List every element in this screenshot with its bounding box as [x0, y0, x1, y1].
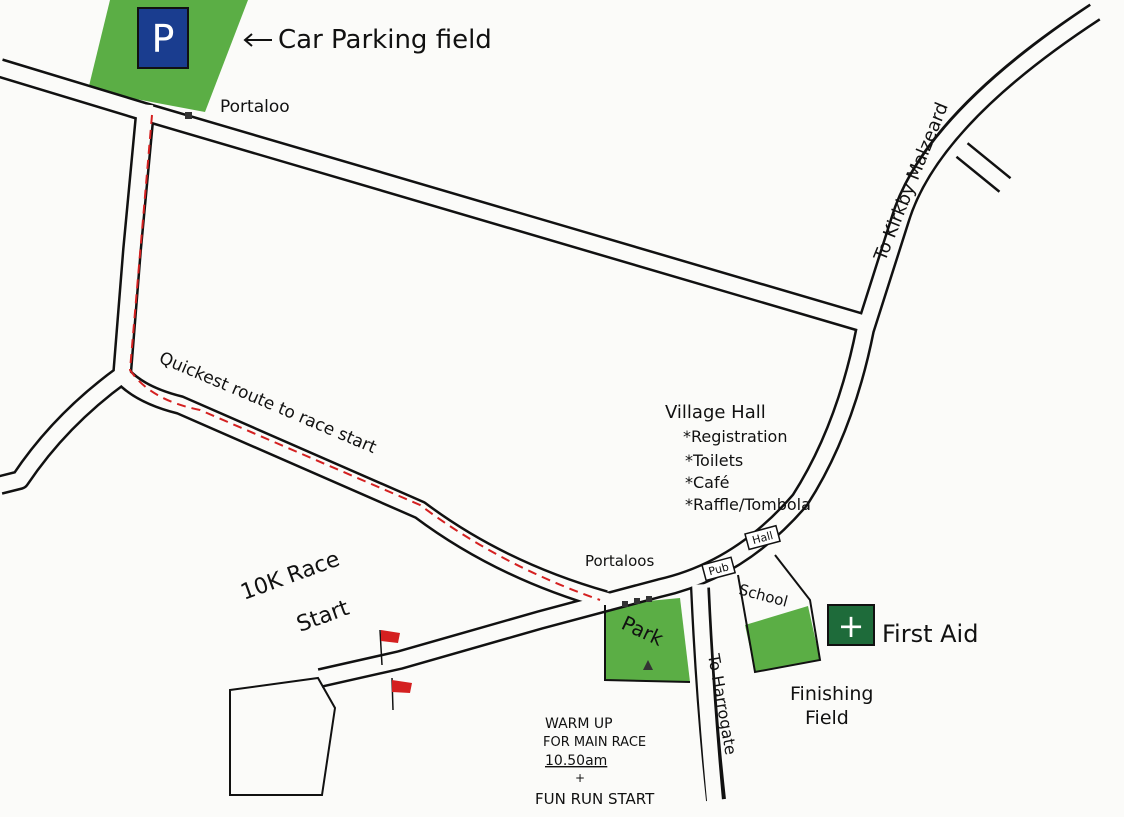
- svg-text:Pub: Pub: [707, 560, 730, 578]
- to-kirkby-label: To Kirkby Malzeard: [870, 100, 953, 265]
- portaloos-label: Portaloos: [585, 552, 654, 570]
- hall-item: *Registration: [683, 427, 787, 446]
- village-hall-label: Village Hall: [665, 402, 766, 423]
- race-start-label-2: Start: [294, 596, 353, 638]
- hall-item: *Toilets: [685, 451, 743, 470]
- school-label: School: [737, 580, 790, 610]
- fun-run-label: FUN RUN START: [535, 790, 655, 808]
- warmup-time: 10.50am: [545, 753, 607, 769]
- first-aid-label: First Aid: [882, 620, 978, 648]
- svg-text:+: +: [838, 607, 865, 645]
- car-parking-label: Car Parking field: [278, 25, 492, 55]
- race-loop: [229, 676, 337, 796]
- finishing-field: [745, 606, 820, 672]
- park-boundary: [604, 605, 691, 683]
- arrow-icon: [643, 660, 653, 670]
- warmup-label-2: FOR MAIN RACE: [543, 735, 646, 750]
- warmup-plus: +: [575, 771, 585, 785]
- park-field: [605, 598, 690, 682]
- hall-item: *Café: [685, 473, 729, 492]
- svg-text:Hall: Hall: [751, 529, 775, 547]
- portaloo-label: Portaloo: [220, 97, 290, 117]
- school-boundary: [737, 554, 822, 674]
- finishing-field-label: Finishing: [790, 683, 873, 705]
- quickest-route-line: [128, 114, 601, 601]
- portaloos-icon: [622, 596, 652, 607]
- hall-item: *Raffle/Tombola: [685, 495, 811, 514]
- parking-sign: P: [137, 7, 189, 69]
- hall-sign: Hall: [744, 524, 781, 551]
- portaloo-icon: [185, 112, 192, 119]
- first-aid-sign: +: [827, 604, 875, 646]
- race-start-label: 10K Race: [238, 547, 344, 606]
- warmup-label: WARM UP: [545, 716, 613, 732]
- svg-text:P: P: [152, 17, 175, 61]
- start-flag-icon: [379, 629, 412, 711]
- pub-sign: Pub: [701, 556, 737, 582]
- arrow-icon: [243, 33, 272, 47]
- finishing-field-label-2: Field: [805, 707, 849, 729]
